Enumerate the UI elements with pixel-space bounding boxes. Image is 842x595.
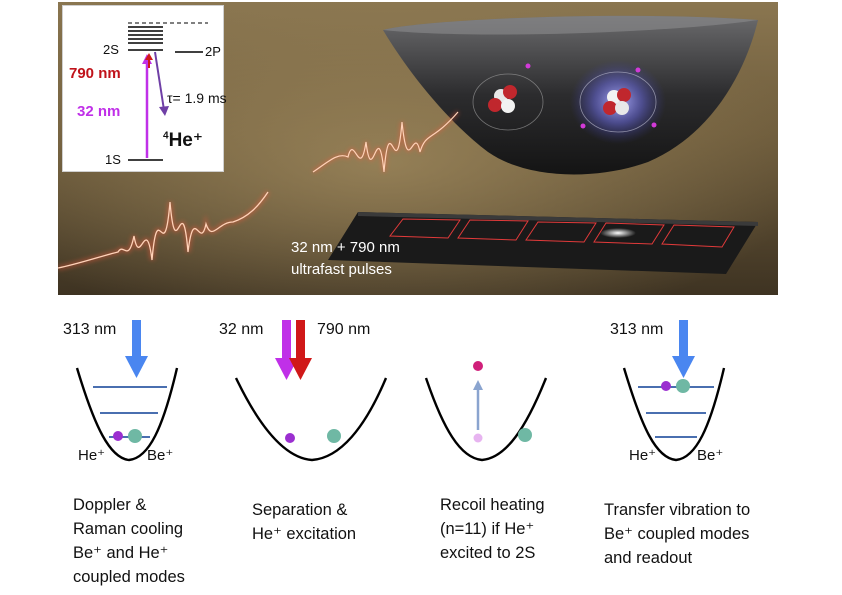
he-ion [661,381,671,391]
be-ion [518,428,532,442]
potential-well [234,377,388,462]
step1-caption-line: coupled modes [73,568,185,586]
laser-pulse-small [311,110,460,174]
label-32nm: 32 nm [77,103,121,120]
species-name: He⁺ [168,130,203,151]
step2-caption-line: Separation & [252,501,348,519]
potential-well [424,377,548,462]
step4-he-label: He⁺ [629,447,657,464]
he-ion [113,431,123,441]
step4-laser-label: 313 nm [610,321,664,338]
label-790nm: 790 nm [69,65,121,82]
pulse-caption: 32 nm + 790 nm ultrafast pulses [291,237,400,281]
step1-caption-line: Raman cooling [73,520,184,538]
label-2p: 2P [205,44,221,59]
potential-well [75,367,179,462]
arrow-313nm-icon [125,320,148,378]
excited-ion [473,361,483,371]
step1-caption-line: Be⁺ and He⁺ [73,544,169,562]
species-mass: 4 [163,130,169,142]
arrow-790nm-icon [289,320,312,380]
step4-caption-line: Transfer vibration to [604,501,751,519]
decay-arrow-icon [154,51,169,116]
step2-caption-line: He⁺ excitation [252,525,357,543]
step4-caption: Transfer vibration to Be⁺ coupled modes … [604,498,750,570]
arrow-32nm-icon [275,320,298,380]
species-label: 4He⁺ [163,129,203,152]
recoil-arrow-icon [473,380,483,430]
be-ion [128,429,142,443]
step1-he-label: He⁺ [78,447,106,464]
energy-level-inset: 2S 2P 1S 790 nm 32 nm τ= 1.9 ms 4He⁺ [62,5,227,172]
label-1s: 1S [105,152,121,167]
he-ion-ghost [473,433,483,443]
step1-caption-line: Doppler & [73,496,147,514]
step4-caption-line: Be⁺ coupled modes [604,525,750,543]
label-lifetime: τ= 1.9 ms [167,90,227,106]
step2-caption: Separation & He⁺ excitation [252,498,356,546]
be-ion [676,379,690,393]
be-ion [327,429,341,443]
arrow-313nm-icon [672,320,695,378]
step2-diagram [234,320,388,462]
step4-be-label: Be⁺ [697,447,724,464]
rydberg-levels [128,22,208,44]
trap-bowl [383,15,758,175]
potential-well [622,367,726,462]
detector-chip [328,212,758,274]
step3-caption: Recoil heating (n=11) if He⁺ excited to … [440,493,545,565]
step1-caption: Doppler & Raman cooling Be⁺ and He⁺ coup… [73,493,185,589]
step3-caption-line: Recoil heating [440,496,545,514]
step2-laser-label-790nm: 790 nm [317,321,371,338]
arrow-790nm-icon [145,53,153,68]
label-2s: 2S [103,42,119,57]
step1-laser-label: 313 nm [63,321,117,338]
step3-diagram [424,361,548,462]
laser-pulse-large [58,190,271,271]
step3-caption-line: (n=11) if He⁺ [440,520,535,538]
step3-caption-line: excited to 2S [440,544,536,562]
he-ion [285,433,295,443]
step1-be-label: Be⁺ [147,447,174,464]
step2-laser-label-32nm: 32 nm [219,321,264,338]
pulse-caption-line1: 32 nm + 790 nm [291,239,400,256]
step4-diagram [622,320,726,462]
pulse-caption-line2: ultrafast pulses [291,261,392,278]
arrow-32nm-icon [142,54,152,158]
step1-diagram [75,320,179,462]
step4-caption-line: and readout [604,549,693,567]
